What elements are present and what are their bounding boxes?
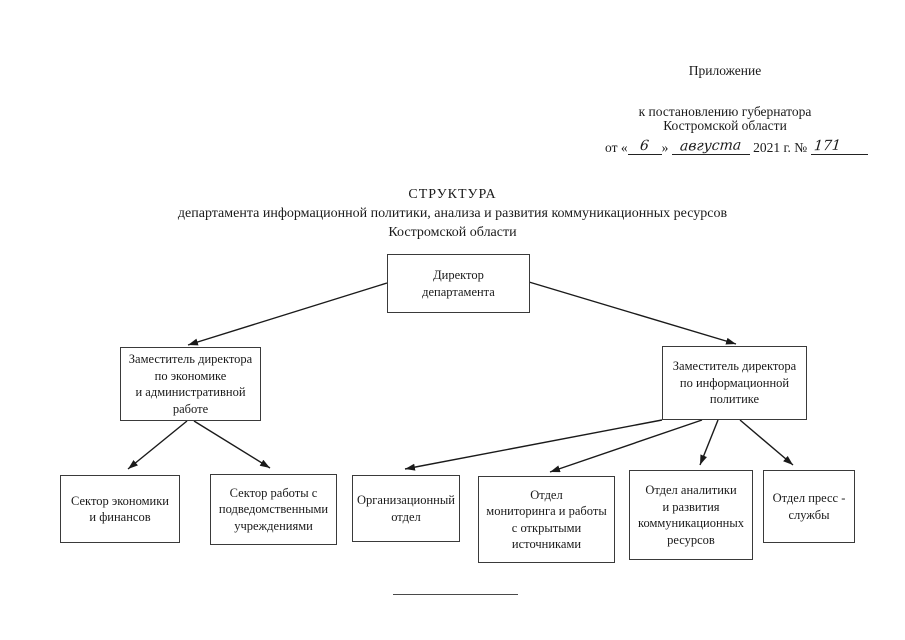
org-node-dept-monitoring: Отдел мониторинга и работы с открытыми и…: [478, 476, 615, 563]
bottom-rule: [393, 594, 518, 595]
org-node-deputy-info: Заместитель директора по информационной …: [662, 346, 807, 420]
org-node-sector-econ-label: Сектор экономики и финансов: [71, 493, 169, 525]
title-line3: Костромской области: [388, 225, 517, 240]
date-month-blank: августа: [671, 137, 750, 155]
edge-depecon-sector-inst: [193, 420, 271, 469]
org-node-sector-econ: Сектор экономики и финансов: [60, 475, 180, 543]
org-node-dept-monitoring-label: Отдел мониторинга и работы с открытыми и…: [486, 487, 607, 552]
org-node-sector-inst-label: Сектор работы с подведомственными учрежд…: [218, 485, 329, 533]
date-number-handwritten: 171: [812, 137, 842, 155]
date-close-quote: »: [661, 140, 669, 155]
date-prefix: от «: [605, 140, 628, 155]
date-day-blank: 6: [627, 137, 662, 155]
edge-depinfo-dept-mon: [549, 419, 703, 473]
org-node-dept-press-label: Отдел пресс - службы: [772, 491, 846, 522]
date-day-handwritten: 6: [639, 137, 650, 155]
decree-line1: к постановлению губернатора: [638, 104, 812, 119]
org-node-dept-press: Отдел пресс - службы: [763, 470, 855, 543]
edge-depecon-sector-econ: [127, 420, 188, 470]
org-node-dept-org: Организационный отдел: [352, 475, 460, 542]
edge-director-deputy-econ: [187, 282, 388, 346]
org-node-deputy-econ: Заместитель директора по экономике и адм…: [120, 347, 261, 421]
title-line1: СТРУКТУРА: [408, 187, 497, 202]
org-node-deputy-econ-label: Заместитель директора по экономике и адм…: [128, 352, 253, 416]
decree-line2: Костромской области: [663, 118, 787, 133]
date-number-blank: 171: [810, 137, 868, 155]
date-month-handwritten: августа: [679, 137, 743, 155]
org-node-director-label: Директор департамента: [422, 268, 495, 299]
appendix-header: Приложение к постановлению губернатора К…: [555, 64, 895, 155]
org-node-sector-inst: Сектор работы с подведомственными учрежд…: [210, 474, 337, 545]
org-node-dept-analytics: Отдел аналитики и развития коммуникацион…: [629, 470, 753, 560]
edge-depinfo-dept-org: [404, 419, 663, 471]
appendix-label: Приложение: [688, 63, 762, 78]
edge-depinfo-dept-press: [739, 419, 794, 466]
title-line2: департамента информационной политики, ан…: [177, 206, 728, 221]
org-node-dept-analytics-label: Отдел аналитики и развития коммуникацион…: [638, 483, 744, 547]
org-node-deputy-info-label: Заместитель директора по информационной …: [672, 359, 797, 407]
org-node-dept-org-label: Организационный отдел: [357, 493, 455, 524]
date-line: от « 6 » августа 2021 г. № 171: [555, 137, 895, 155]
document-title: СТРУКТУРА департамента информационной по…: [0, 185, 905, 242]
edge-depinfo-dept-ana: [699, 419, 719, 466]
edge-director-deputy-info: [528, 281, 737, 345]
date-year-part: 2021 г. №: [753, 140, 808, 155]
org-node-director: Директор департамента: [387, 254, 530, 313]
